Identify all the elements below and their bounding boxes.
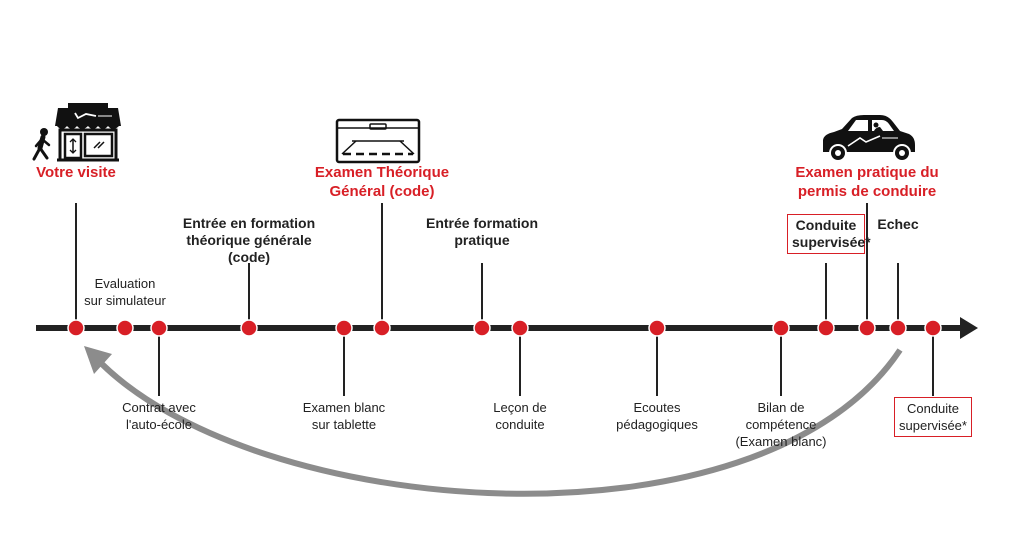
step-theory-training-line-3: (code) [228, 249, 270, 265]
milestone-visit: Votre visite [14, 163, 138, 182]
timeline-arrowhead [960, 317, 978, 339]
step-practical-training: Entrée formation pratique [417, 215, 547, 249]
dot-driving-exam [858, 319, 876, 337]
step-supervised-1-line-1: Conduite [795, 217, 857, 233]
step-tablet-exam-line-2: sur tablette [311, 417, 377, 432]
step-failure-text: Echec [877, 216, 919, 232]
milestone-driving-exam-line-1: Examen pratique du [795, 164, 939, 181]
step-lesson-line-2: conduite [495, 417, 545, 432]
dot-contract [150, 319, 168, 337]
milestone-driving-exam: Examen pratique du permis de conduire [785, 163, 949, 201]
step-supervised-1: Conduite supervisée* [787, 214, 871, 254]
step-tablet-exam-line-1: Examen blanc [302, 400, 386, 415]
step-theory-training-line-2: théorique générale [186, 232, 312, 248]
step-supervised-2: Conduite supervisée* [894, 397, 972, 437]
dot-failure [889, 319, 907, 337]
step-simulator-line-2: sur simulateur [84, 293, 166, 308]
milestone-driving-exam-line-2: permis de conduire [797, 183, 937, 200]
step-assessment-line-3: (Examen blanc) [735, 434, 827, 449]
code-exam-screen-icon [335, 118, 421, 164]
step-assessment-line-1: Bilan de [757, 400, 805, 415]
step-lesson-line-1: Leçon de [493, 400, 547, 415]
dot-theory-training [240, 319, 258, 337]
step-lesson: Leçon de conduite [470, 399, 570, 433]
dot-simulator [116, 319, 134, 337]
step-supervised-2-line-1: Conduite [906, 401, 960, 416]
step-assessment-line-2: compétence [745, 417, 817, 432]
driving-school-shop-icon [55, 103, 121, 162]
step-contract-line-2: l'auto-école [125, 417, 193, 432]
step-theory-training: Entrée en formation théorique générale (… [174, 215, 324, 266]
milestone-code-exam: Examen Théorique Général (code) [300, 163, 464, 201]
step-simulator-line-1: Evaluation [94, 276, 156, 291]
step-theory-training-line-1: Entrée en formation [182, 215, 316, 231]
dot-supervised-1 [817, 319, 835, 337]
step-simulator: Evaluation sur simulateur [80, 275, 170, 309]
walking-person-icon [32, 128, 51, 161]
step-practical-training-line-1: Entrée formation [425, 215, 538, 231]
step-supervised-2-line-2: supervisée* [899, 418, 967, 433]
step-failure: Echec [868, 216, 928, 233]
dot-listening [648, 319, 666, 337]
car-icon [823, 115, 915, 162]
dot-assessment [772, 319, 790, 337]
dot-visit [67, 319, 85, 337]
dot-tablet-exam [335, 319, 353, 337]
milestone-code-exam-line-1: Examen Théorique [314, 164, 450, 181]
step-practical-training-line-2: pratique [454, 232, 510, 248]
dot-supervised-2 [924, 319, 942, 337]
milestone-visit-text: Votre visite [36, 164, 116, 181]
step-contract-line-1: Contrat avec [122, 400, 196, 415]
step-tablet-exam: Examen blanc sur tablette [289, 399, 399, 433]
step-assessment: Bilan de compétence (Examen blanc) [721, 399, 841, 450]
dot-practical-training [473, 319, 491, 337]
milestone-code-exam-line-2: Général (code) [329, 183, 435, 200]
step-contract: Contrat avec l'auto-école [104, 399, 214, 433]
step-supervised-1-line-2: supervisée* [792, 234, 871, 250]
step-listening-line-1: Ecoutes [633, 400, 681, 415]
dot-lesson [511, 319, 529, 337]
return-arrow-head [84, 346, 112, 374]
step-listening-line-2: pédagogiques [616, 417, 698, 432]
dot-code-exam [373, 319, 391, 337]
return-arrow-curve [93, 348, 903, 497]
step-listening: Ecoutes pédagogiques [602, 399, 712, 433]
